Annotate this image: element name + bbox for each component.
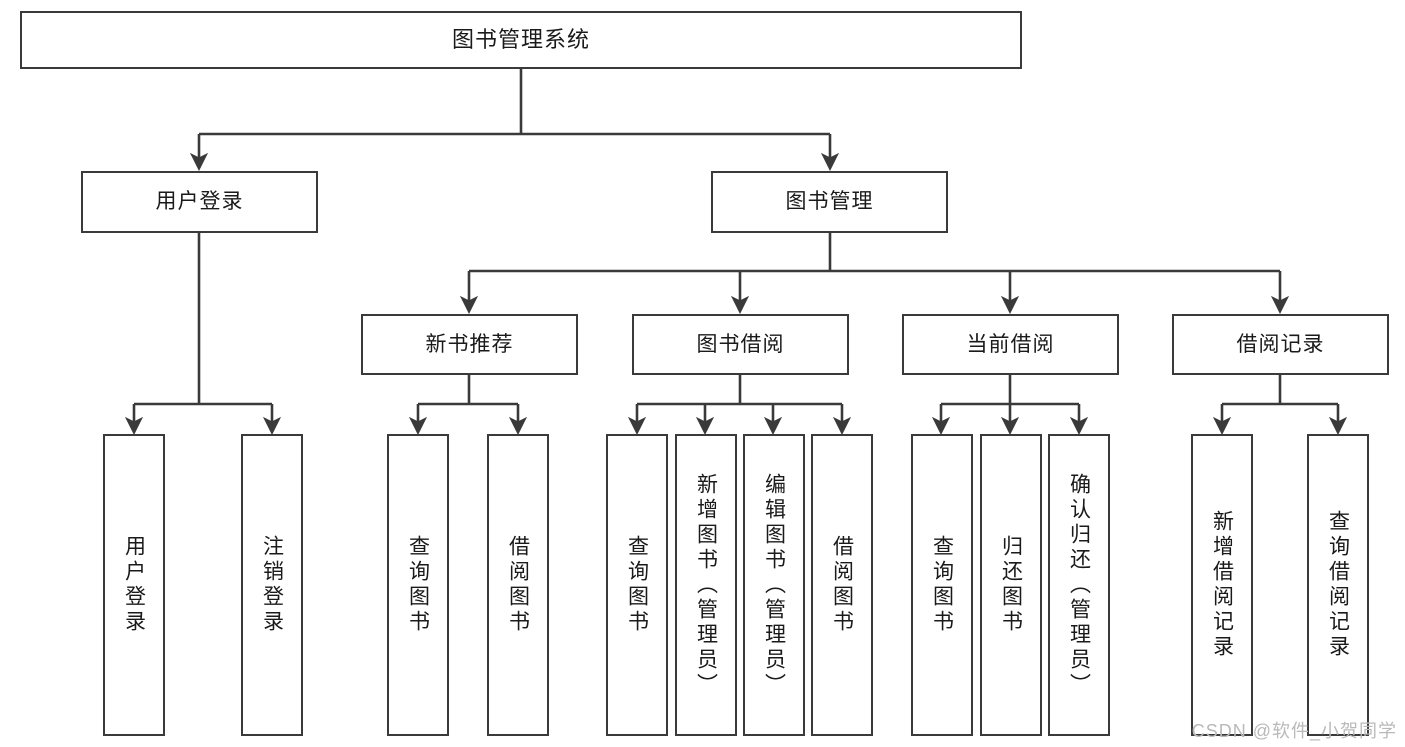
- node-book-management[interactable]: 图书管理: [711, 171, 948, 233]
- node-label: 新书推荐: [425, 332, 514, 356]
- leaf-new-book-borrow[interactable]: 借阅图书: [487, 434, 549, 736]
- leaf-book-borrow-add[interactable]: 新增图书（管理员）: [675, 434, 737, 736]
- leaf-user-login-logout[interactable]: 注销登录: [241, 434, 303, 736]
- node-label: 归还图书: [999, 535, 1023, 635]
- node-label: 图书管理: [785, 190, 874, 214]
- leaf-new-book-query[interactable]: 查询图书: [387, 434, 449, 736]
- node-label: 图书借阅: [696, 332, 785, 356]
- leaf-borrow-record-query[interactable]: 查询借阅记录: [1307, 434, 1369, 736]
- leaf-current-borrow-confirm-return[interactable]: 确认归还（管理员）: [1048, 434, 1110, 736]
- leaf-book-borrow-borrow[interactable]: 借阅图书: [811, 434, 873, 736]
- node-label: 借阅记录: [1236, 332, 1325, 356]
- node-book-borrow[interactable]: 图书借阅: [632, 314, 849, 375]
- leaf-book-borrow-query[interactable]: 查询图书: [606, 434, 668, 736]
- watermark: CSDN @软件_小贺同学: [1191, 721, 1397, 741]
- node-label: 编辑图书（管理员）: [762, 472, 786, 698]
- leaf-user-login-login[interactable]: 用户登录: [103, 434, 165, 736]
- node-new-book-recommend[interactable]: 新书推荐: [361, 314, 578, 375]
- node-label: 当前借阅: [966, 332, 1055, 356]
- node-label: 查询图书: [625, 535, 649, 635]
- leaf-current-borrow-return[interactable]: 归还图书: [980, 434, 1042, 736]
- node-label: 查询图书: [406, 535, 430, 635]
- node-user-login[interactable]: 用户登录: [81, 171, 318, 233]
- node-label: 图书管理系统: [451, 26, 590, 52]
- node-label: 借阅图书: [506, 535, 530, 635]
- node-label: 用户登录: [122, 535, 146, 635]
- node-label: 新增借阅记录: [1210, 510, 1234, 660]
- leaf-current-borrow-query[interactable]: 查询图书: [911, 434, 973, 736]
- node-root-system[interactable]: 图书管理系统: [20, 11, 1022, 69]
- leaf-book-borrow-edit[interactable]: 编辑图书（管理员）: [743, 434, 805, 736]
- node-current-borrow[interactable]: 当前借阅: [902, 314, 1119, 375]
- node-label: 借阅图书: [830, 535, 854, 635]
- node-borrow-record[interactable]: 借阅记录: [1172, 314, 1389, 375]
- node-label: 查询图书: [930, 535, 954, 635]
- node-label: 确认归还（管理员）: [1067, 472, 1091, 698]
- leaf-borrow-record-add[interactable]: 新增借阅记录: [1191, 434, 1253, 736]
- node-label: 新增图书（管理员）: [694, 472, 718, 698]
- node-label: 注销登录: [260, 535, 284, 635]
- node-label: 查询借阅记录: [1326, 510, 1350, 660]
- node-label: 用户登录: [155, 190, 244, 214]
